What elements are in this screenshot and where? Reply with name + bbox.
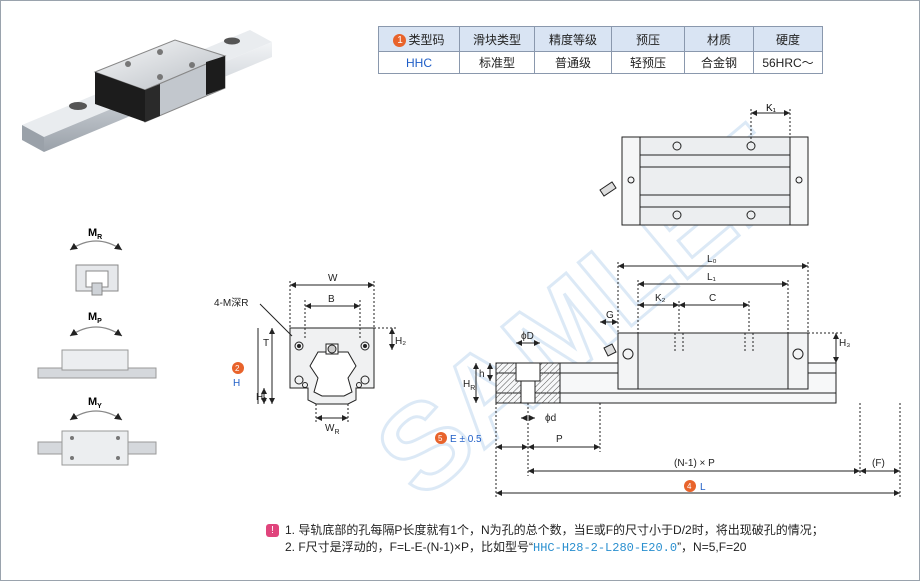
notes: !1. 导轨底部的孔每隔P长度就有1个，N为孔的总个数，当E或F的尺寸小于D/2… <box>266 522 824 557</box>
note-2: 2. F尺寸是浮动的，F=L-E-(N-1)×P，比如型号“HHC-H28-2-… <box>285 540 747 555</box>
svg-text:MR: MR <box>88 227 102 241</box>
l-badge <box>684 480 696 492</box>
top-view <box>599 109 809 226</box>
dim-phiD: ϕD <box>521 331 534 342</box>
dim-h: h <box>479 369 485 380</box>
dim-B: B <box>328 294 335 305</box>
note-icon: ! <box>266 524 279 538</box>
model-code: HHC-H28-2-L280-E20.0 <box>533 541 678 555</box>
dim-H3: H₃ <box>839 338 850 349</box>
type-code-badge: 1 <box>393 33 407 47</box>
dim-L0: L₀ <box>707 254 717 265</box>
dim-K1: K₁ <box>766 103 777 114</box>
label-screw: 4-M深R <box>214 297 248 309</box>
dim-HR: HR <box>463 379 475 392</box>
moment-mp: MP <box>37 311 157 379</box>
dim-C: C <box>709 293 716 304</box>
dim-H2: H₂ <box>395 336 406 347</box>
moment-my: MY <box>37 396 157 466</box>
dim-L1: L₁ <box>707 272 717 283</box>
dim-K2: K₂ <box>655 293 666 304</box>
e-badge <box>435 432 447 444</box>
header-preload: 预压 <box>611 26 685 52</box>
side-view-labels: L₀ L₁ K₂ C G ϕD h HR ϕd H₃ 5 E ± 0.5 P (… <box>435 254 885 493</box>
dim-G: G <box>606 310 614 321</box>
dim-T: T <box>263 338 269 349</box>
dim-NP: (N-1) × P <box>674 458 715 469</box>
end-view <box>257 281 396 424</box>
svg-text:4: 4 <box>687 482 692 491</box>
header-material: 材质 <box>684 26 754 52</box>
value-slider-type: 标准型 <box>459 51 535 74</box>
dim-F: (F) <box>872 458 885 469</box>
dim-phid: ϕd <box>545 413 556 424</box>
svg-text:MP: MP <box>88 311 102 325</box>
value-type-code: HHC <box>378 51 460 74</box>
end-view-labels: W B 4-M深R T H₂ 2 H H₁ WR <box>214 273 406 436</box>
header-accuracy: 精度等级 <box>534 26 612 52</box>
header-hardness: 硬度 <box>753 26 823 52</box>
spec-value-row: HHC 标准型 普通级 轻预压 合金钢 56HRC～ <box>378 51 823 74</box>
dim-L: L <box>700 482 706 493</box>
svg-text:2: 2 <box>235 364 240 373</box>
dim-WR: WR <box>325 423 340 436</box>
dim-E: E ± 0.5 <box>450 434 482 445</box>
side-view <box>473 262 901 498</box>
dim-P: P <box>556 434 563 445</box>
h-badge <box>232 362 244 374</box>
value-hardness: 56HRC～ <box>753 51 823 74</box>
note-1: !1. 导轨底部的孔每隔P长度就有1个，N为孔的总个数，当E或F的尺寸小于D/2… <box>266 522 824 539</box>
value-accuracy: 普通级 <box>534 51 612 74</box>
header-slider-type: 滑块类型 <box>459 26 535 52</box>
dim-H1: H₁ <box>256 392 267 403</box>
svg-text:MY: MY <box>88 396 102 410</box>
value-material: 合金钢 <box>684 51 754 74</box>
moment-mr: MR <box>69 227 123 296</box>
dim-W: W <box>328 273 338 284</box>
value-preload: 轻预压 <box>611 51 685 74</box>
dim-H: H <box>233 378 240 389</box>
product-photo <box>22 30 272 152</box>
svg-text:5: 5 <box>438 434 443 443</box>
